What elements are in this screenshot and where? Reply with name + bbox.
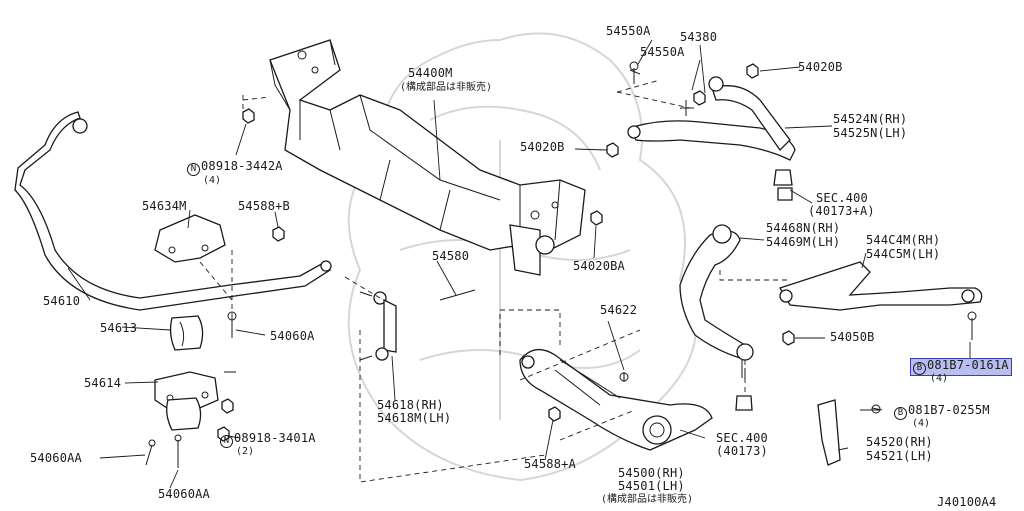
label-54614: 54614 (84, 376, 122, 390)
leader-lines (67, 39, 971, 489)
bracket-54634M (154, 214, 226, 263)
label-54050B: 54050B (830, 330, 875, 344)
circle-b-mark: B (913, 362, 926, 375)
upper-arm-54524N (627, 76, 796, 201)
qty-081B7-0255M: (4) (912, 418, 931, 429)
bracket-54520 (817, 399, 841, 466)
label-54520: 54520(RH) (866, 435, 933, 449)
label-08918-3442A-text: 08918-3442A (201, 159, 283, 173)
label-sec400-lower: SEC.400 (716, 431, 768, 445)
tension-rod-54468N (679, 224, 754, 378)
label-54613: 54613 (100, 321, 138, 335)
label-54524N: 54524N(RH) (833, 112, 908, 126)
circle-n-mark: N (187, 163, 200, 176)
label-54550A-1: 54550A (606, 24, 651, 38)
qty-08918-3442A: (4) (203, 175, 222, 186)
label-54525N: 54525N(LH) (833, 126, 908, 140)
label-54618-lh: 54618M(LH) (377, 411, 452, 425)
label-081B7-0255M-text: 081B7-0255M (908, 403, 990, 417)
note-not-sold-1: (構成部品は非販売) (400, 82, 493, 93)
label-54020BA: 54020BA (573, 259, 625, 273)
bushing-lower (166, 397, 202, 431)
label-54550A-2: 54550A (640, 45, 685, 59)
link-544C4M (779, 261, 983, 311)
label-54521: 54521(LH) (866, 449, 933, 463)
label-sec400-upper: SEC.400 (816, 191, 868, 205)
diagram-code: J40100A4 (937, 495, 997, 509)
bushing-54613 (169, 315, 204, 351)
label-54588A: 54588+A (524, 457, 576, 471)
circle-b-mark-2: B (894, 407, 907, 420)
label-54634M: 54634M (142, 199, 187, 213)
label-544C5M: 544C5M(LH) (866, 247, 941, 261)
qty-08918-3401A: (2) (236, 446, 255, 457)
label-54500: 54500(RH) (618, 466, 685, 480)
label-54469M: 54469M(LH) (766, 235, 841, 249)
label-54020B-1: 54020B (798, 60, 843, 74)
label-54060AA-1: 54060AA (30, 451, 82, 465)
lower-arm-54500 (519, 348, 713, 451)
label-sec400-lower-sub: (40173) (716, 444, 768, 458)
label-54580: 54580 (432, 249, 470, 263)
label-54618-rh: 54618(RH) (377, 398, 444, 412)
label-sec400-upper-sub: (40173+A) (808, 204, 875, 218)
stabilizer-bar-54610 (14, 111, 332, 311)
label-54588B: 54588+B (238, 199, 290, 213)
bushing-sec400-lower (735, 395, 753, 411)
label-081B7-0161A-text: 081B7-0161A (927, 358, 1009, 372)
label-08918-3401A-text: 08918-3401A (234, 431, 316, 445)
label-54610: 54610 (43, 294, 81, 308)
label-54020B-2: 54020B (520, 140, 565, 154)
label-54060A: 54060A (270, 329, 315, 343)
label-54400M: 54400M (408, 66, 453, 80)
crossmember-54400M (269, 39, 586, 276)
circle-n-mark-2: N (220, 435, 233, 448)
label-54468N: 54468N(RH) (766, 221, 841, 235)
note-not-sold-2: (構成部品は非販売) (601, 494, 694, 505)
label-54622: 54622 (600, 303, 638, 317)
qty-081B7-0161A: (4) (930, 373, 949, 384)
label-54060AA-2: 54060AA (158, 487, 210, 501)
label-54501: 54501(LH) (618, 479, 685, 493)
stabilizer-link-54618 (359, 291, 397, 361)
label-544C4M: 544C4M(RH) (866, 233, 941, 247)
label-54380: 54380 (680, 30, 718, 44)
